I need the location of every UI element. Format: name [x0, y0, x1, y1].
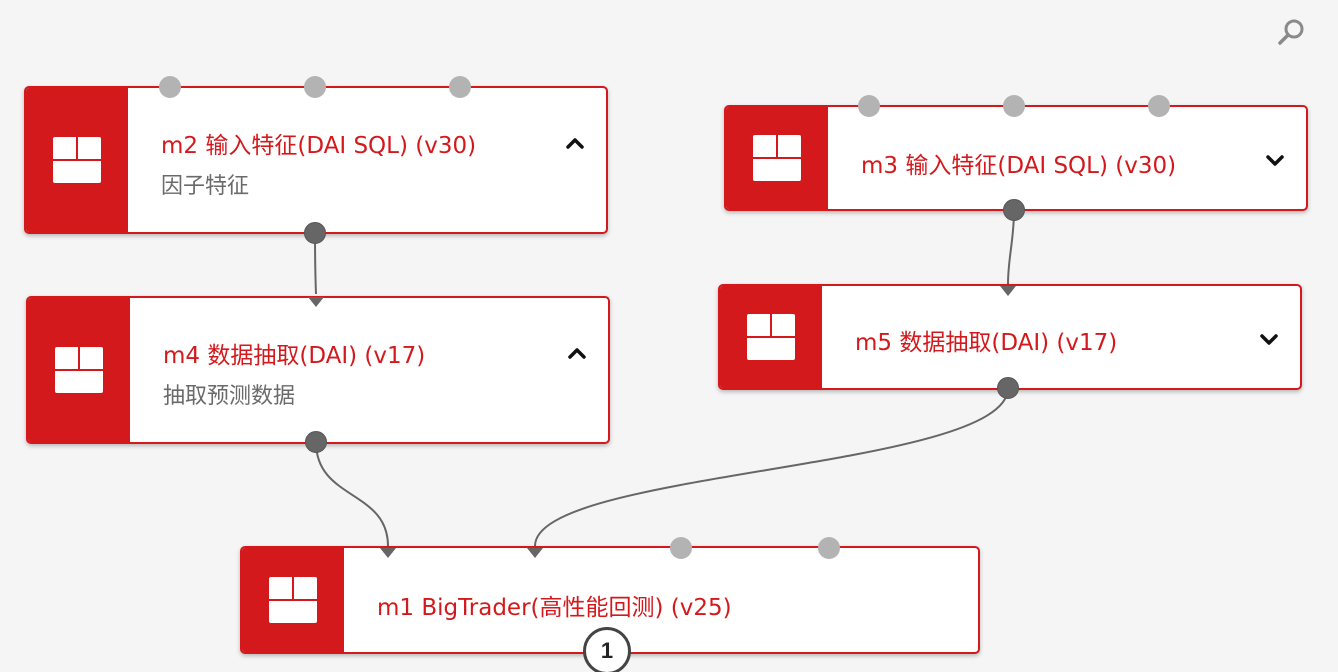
input-port[interactable]	[858, 95, 880, 117]
module-grid-icon	[747, 314, 795, 360]
node-icon-panel	[242, 548, 344, 652]
module-grid-icon	[753, 135, 801, 181]
node-icon-panel	[720, 286, 822, 388]
input-port[interactable]	[304, 76, 326, 98]
node-title: m2 输入特征(DAI SQL) (v30)	[161, 133, 477, 159]
input-arrow	[1000, 286, 1016, 296]
node-title: m1 BigTrader(高性能回测) (v25)	[377, 595, 732, 621]
output-count-badge[interactable]: 1	[583, 627, 631, 672]
node-title: m4 数据抽取(DAI) (v17)	[163, 343, 426, 369]
module-node-m2[interactable]: m2 输入特征(DAI SQL) (v30) 因子特征	[24, 86, 608, 234]
module-grid-icon	[53, 137, 101, 183]
search-icon[interactable]	[1274, 16, 1308, 50]
chevron-up-icon[interactable]	[564, 340, 590, 366]
node-icon-panel	[26, 88, 128, 232]
module-node-m5[interactable]: m5 数据抽取(DAI) (v17)	[718, 284, 1302, 390]
output-port[interactable]	[997, 377, 1019, 399]
node-icon-panel	[28, 298, 130, 442]
input-port[interactable]	[1003, 95, 1025, 117]
module-grid-icon	[55, 347, 103, 393]
output-port[interactable]	[304, 222, 326, 244]
module-node-m3[interactable]: m3 输入特征(DAI SQL) (v30)	[724, 105, 1308, 211]
node-icon-panel	[726, 107, 828, 209]
input-port[interactable]	[818, 537, 840, 559]
node-title: m3 输入特征(DAI SQL) (v30)	[861, 153, 1177, 179]
input-arrow	[308, 297, 324, 307]
module-node-m4[interactable]: m4 数据抽取(DAI) (v17) 抽取预测数据	[26, 296, 610, 444]
connection-m3-m5	[1007, 209, 1015, 285]
input-arrow	[527, 548, 543, 558]
input-arrow	[380, 548, 396, 558]
connection-m4-m1	[315, 441, 389, 547]
input-port[interactable]	[449, 76, 471, 98]
chevron-down-icon[interactable]	[1262, 147, 1288, 173]
connection-m5-m1	[534, 387, 1009, 547]
input-port[interactable]	[670, 537, 692, 559]
output-port[interactable]	[305, 431, 327, 453]
chevron-down-icon[interactable]	[1256, 326, 1282, 352]
chevron-up-icon[interactable]	[562, 130, 588, 156]
output-port[interactable]	[1003, 199, 1025, 221]
input-port[interactable]	[1148, 95, 1170, 117]
module-grid-icon	[269, 577, 317, 623]
input-port[interactable]	[159, 76, 181, 98]
node-title: m5 数据抽取(DAI) (v17)	[855, 330, 1118, 356]
node-subtitle: 因子特征	[161, 174, 250, 199]
node-subtitle: 抽取预测数据	[163, 384, 296, 409]
